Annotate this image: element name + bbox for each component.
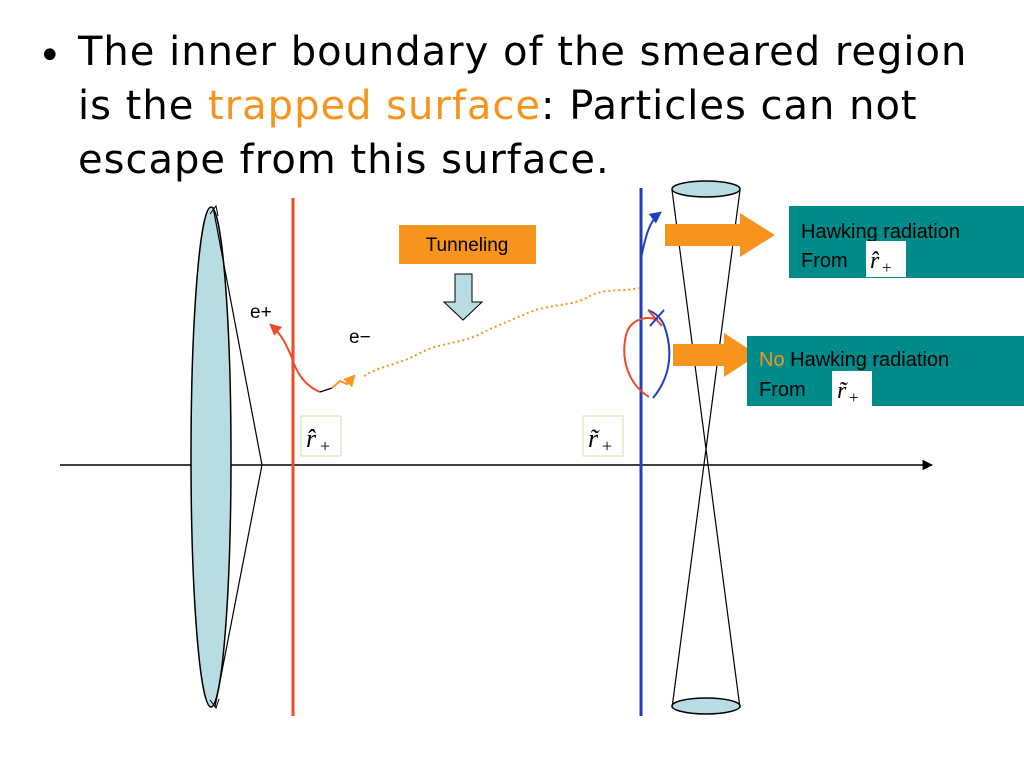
box2-r-tilde-frame [832,371,872,407]
tunneling-path [363,287,641,377]
box2-r-tilde-subscript: + [849,388,859,407]
r-tilde-symbol: r̃ [588,424,600,453]
r-hat-frame [300,415,342,457]
no-hawking-radiation-box-line2: From [759,379,806,401]
left-cone-top-arrow [209,204,219,217]
hourglass-top-ellipse [671,180,741,198]
no-hawking-rest: Hawking radiation [785,349,950,371]
tunneling-label: Tunneling [426,235,509,256]
positron-path [269,323,321,393]
box1-r-hat-symbol: r̂ [870,248,880,274]
box1-r-hat-frame [866,241,906,277]
hourglass-bottom-ellipse [671,697,741,715]
r-hat-symbol: r̂ [306,424,317,453]
left-cone-bottom-arrow [209,698,220,710]
trapped-loop-red [623,317,659,398]
electron-path [331,374,356,389]
no-highlight: No [759,349,785,371]
r-hat-subscript: + [320,436,330,456]
hawking-radiation-arrow [665,213,775,257]
electron-label: e− [349,327,371,348]
no-hawking-radiation-arrow [673,333,758,377]
trapped-loop-blue [647,309,671,399]
r-tilde-subscript: + [602,436,612,456]
no-hawking-radiation-box [747,336,1024,406]
r-tilde-frame [582,415,624,457]
left-cone-upper [212,206,263,466]
trapped-surface-highlight: trapped surface [208,83,541,129]
left-cone-lower [214,464,263,708]
hawking-radiation-box [789,206,1024,278]
bullet-line-2-suffix: : Particles can not [541,83,918,129]
pair-creation-link [319,387,333,393]
escape-path [640,211,662,259]
loop-cross-red [647,309,663,327]
box1-r-hat-subscript: + [882,258,892,277]
tunneling-down-arrow [442,273,484,321]
tunneling-box [399,225,536,264]
bullet-line-3: escape from this surface. [78,137,610,183]
bullet-line-1: The inner boundary of the smeared region [78,29,968,75]
hawking-radiation-box-line1: Hawking radiation [801,221,960,243]
hawking-radiation-box-line2: From [801,250,848,272]
bullet-line-2: is the trapped surface: Particles can no… [78,86,918,126]
hourglass-line-b [671,189,741,709]
no-hawking-radiation-box-line1: No Hawking radiation [759,349,949,371]
bullet-line-2-prefix: is the [78,83,209,129]
bullet-dot: • [38,33,62,79]
box2-r-tilde-symbol: r̃ [837,378,848,404]
left-lens [190,206,232,708]
loop-cross-blue [649,309,665,327]
positron-label: e+ [250,302,272,323]
